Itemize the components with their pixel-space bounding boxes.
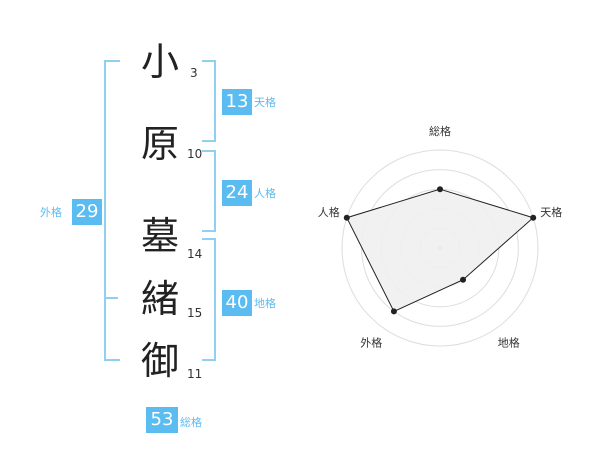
radar-point-1: [437, 186, 443, 193]
radar-axis-label-4: 外格: [360, 336, 382, 350]
radar-point-4: [390, 308, 397, 315]
chikaku-value-badge: 40: [222, 290, 252, 316]
radar-point-2: [530, 214, 537, 221]
jinkaku-value-badge: 24: [222, 180, 252, 206]
radar-axis-label-3: 地格: [498, 336, 520, 350]
radar-axis-label-2: 天格: [540, 205, 562, 219]
name-char-1: 小: [140, 40, 179, 84]
name-char-4: 緒: [140, 277, 179, 321]
chikaku-bracket: [202, 238, 216, 361]
radar-axis-label-1: 総格: [429, 124, 451, 138]
radar-data-polygon: [346, 188, 535, 313]
gaikaku-label: 外格: [40, 206, 62, 219]
soukaku-label: 総格: [180, 416, 202, 429]
stroke-count-5: 11: [187, 367, 203, 381]
name-char-5: 御: [140, 339, 179, 383]
name-char-2: 原: [140, 122, 179, 166]
radar-point-5: [343, 214, 350, 221]
name-char-3: 墓: [140, 214, 179, 258]
stroke-count-1: 3: [190, 66, 198, 80]
radar-point-3: [460, 276, 467, 283]
stroke-count-4: 15: [187, 306, 203, 320]
gaikaku-bracket-tick: [104, 297, 118, 299]
soukaku-value-badge: 53: [146, 407, 178, 433]
gaikaku-bracket: [104, 60, 120, 361]
gaikaku-value-badge: 29: [72, 199, 102, 225]
tenkaku-value-badge: 13: [222, 89, 252, 115]
jinkaku-bracket: [202, 150, 216, 232]
tenkaku-label: 天格: [254, 96, 276, 109]
jinkaku-label: 人格: [254, 187, 276, 200]
radar-ring: [341, 149, 539, 347]
chikaku-label: 地格: [254, 297, 276, 310]
stroke-count-3: 14: [187, 247, 203, 261]
tenkaku-bracket: [202, 60, 216, 142]
radar-axis-label-5: 人格: [318, 205, 340, 219]
stroke-count-2: 10: [187, 147, 203, 161]
